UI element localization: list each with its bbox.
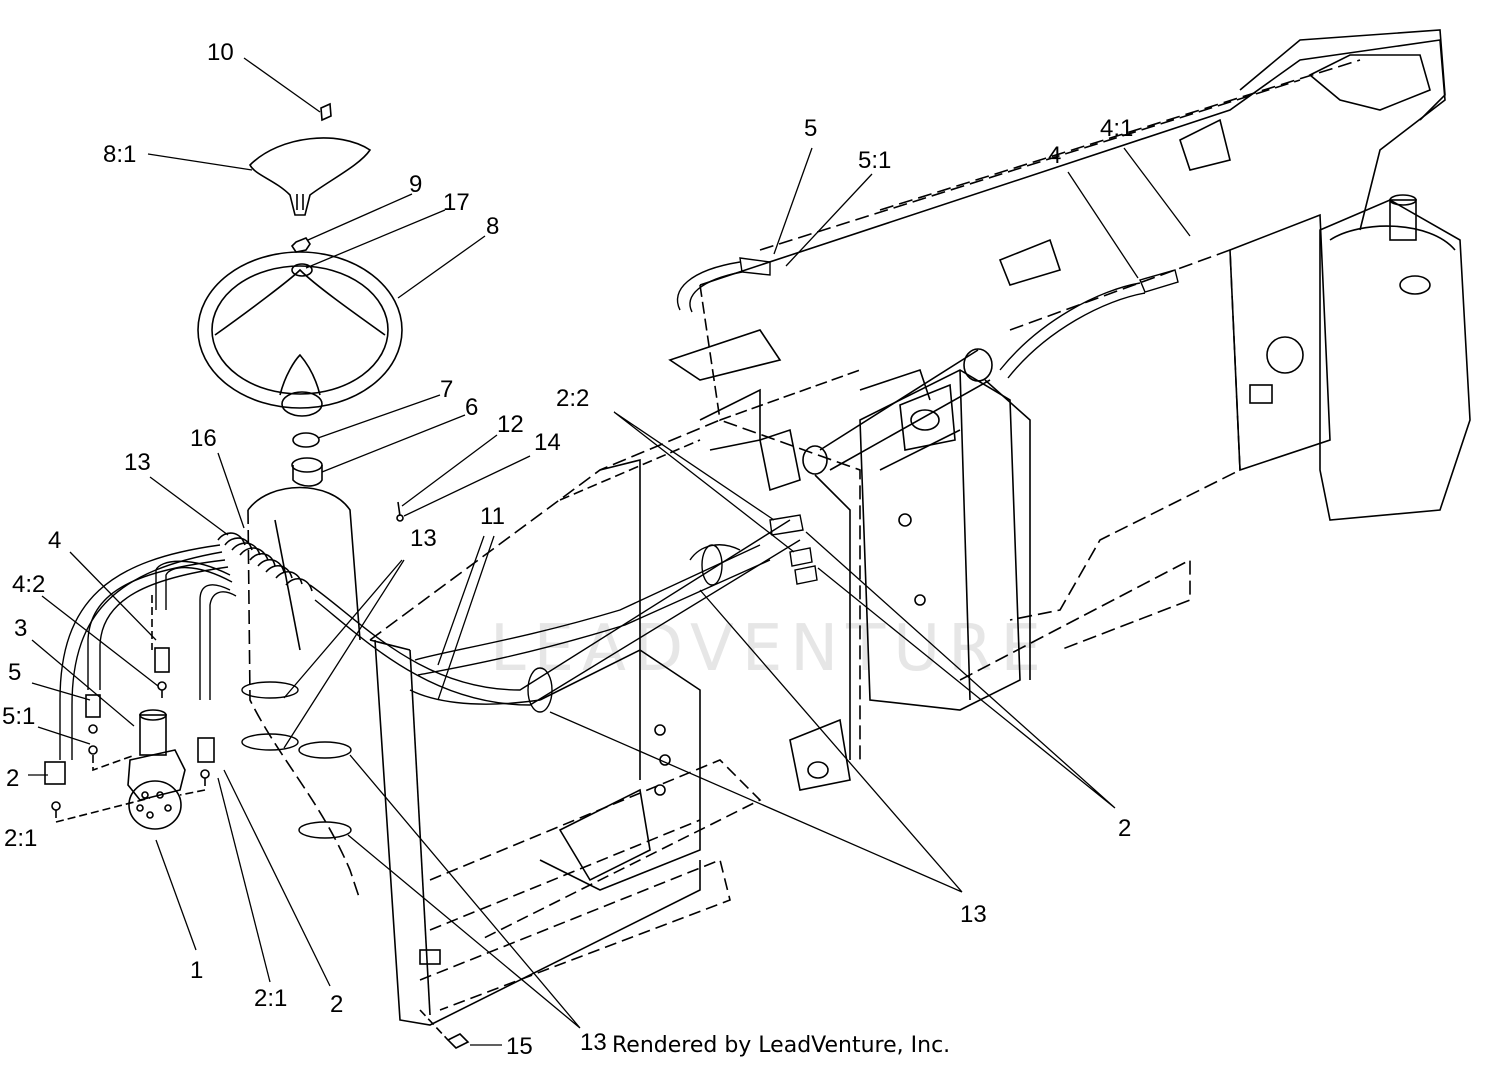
callout-14: 14 <box>534 429 561 456</box>
leader-lines <box>28 57 1191 1046</box>
chassis-frame <box>369 29 1471 1026</box>
steering-column <box>217 486 361 901</box>
callout-5-top: 5 <box>804 115 817 142</box>
callout-6: 6 <box>465 394 478 421</box>
callout-2-1-bottom: 2:1 <box>254 985 287 1012</box>
callout-8-1: 8:1 <box>103 141 136 168</box>
callout-12: 12 <box>497 411 524 438</box>
fastener-15-part <box>446 1033 470 1049</box>
callout-4-1: 4:1 <box>1100 115 1133 142</box>
callout-8: 8 <box>486 213 499 240</box>
steering-wheel-part <box>197 251 403 409</box>
callout-5-1: 5:1 <box>2 703 35 730</box>
steering-wheel-assembly <box>197 102 404 522</box>
callout-15: 15 <box>506 1033 533 1060</box>
callout-2-2: 2:2 <box>556 385 589 412</box>
callout-13: 13 <box>124 449 151 476</box>
callout-13-bottom: 13 <box>580 1029 607 1056</box>
callout-16: 16 <box>190 425 217 452</box>
cap-part <box>320 102 332 122</box>
hydraulic-hoses <box>59 257 1179 839</box>
collar-part <box>292 465 323 487</box>
callout-11: 11 <box>480 503 505 530</box>
callout-labels: 10 8:1 9 17 8 7 6 12 14 16 13 4 4:2 3 5 … <box>2 39 1133 1060</box>
callout-4: 4 <box>48 527 61 554</box>
callout-5: 5 <box>8 659 21 686</box>
callout-9: 9 <box>409 171 422 198</box>
credit-line: Rendered by LeadVenture, Inc. <box>612 1033 950 1058</box>
callout-3: 3 <box>14 615 27 642</box>
pin-part <box>397 501 401 517</box>
callout-2-right: 2 <box>1118 815 1131 842</box>
callout-4-2: 4:2 <box>12 571 45 598</box>
callout-10: 10 <box>207 39 234 66</box>
callout-2-bottom: 2 <box>330 991 343 1018</box>
callout-2-1: 2:1 <box>4 825 37 852</box>
bushing-part <box>292 432 320 448</box>
callout-7: 7 <box>440 376 453 403</box>
steering-valve <box>44 595 470 1049</box>
callout-13-right: 13 <box>960 901 987 928</box>
callout-4-top: 4 <box>1048 142 1061 169</box>
wheel-cover-part <box>249 137 372 216</box>
callout-13-center: 13 <box>410 525 437 552</box>
callout-1: 1 <box>190 957 203 984</box>
callout-5-1-top: 5:1 <box>858 147 891 174</box>
nut-part <box>290 237 311 253</box>
callout-17: 17 <box>443 189 470 216</box>
callout-2: 2 <box>6 765 19 792</box>
